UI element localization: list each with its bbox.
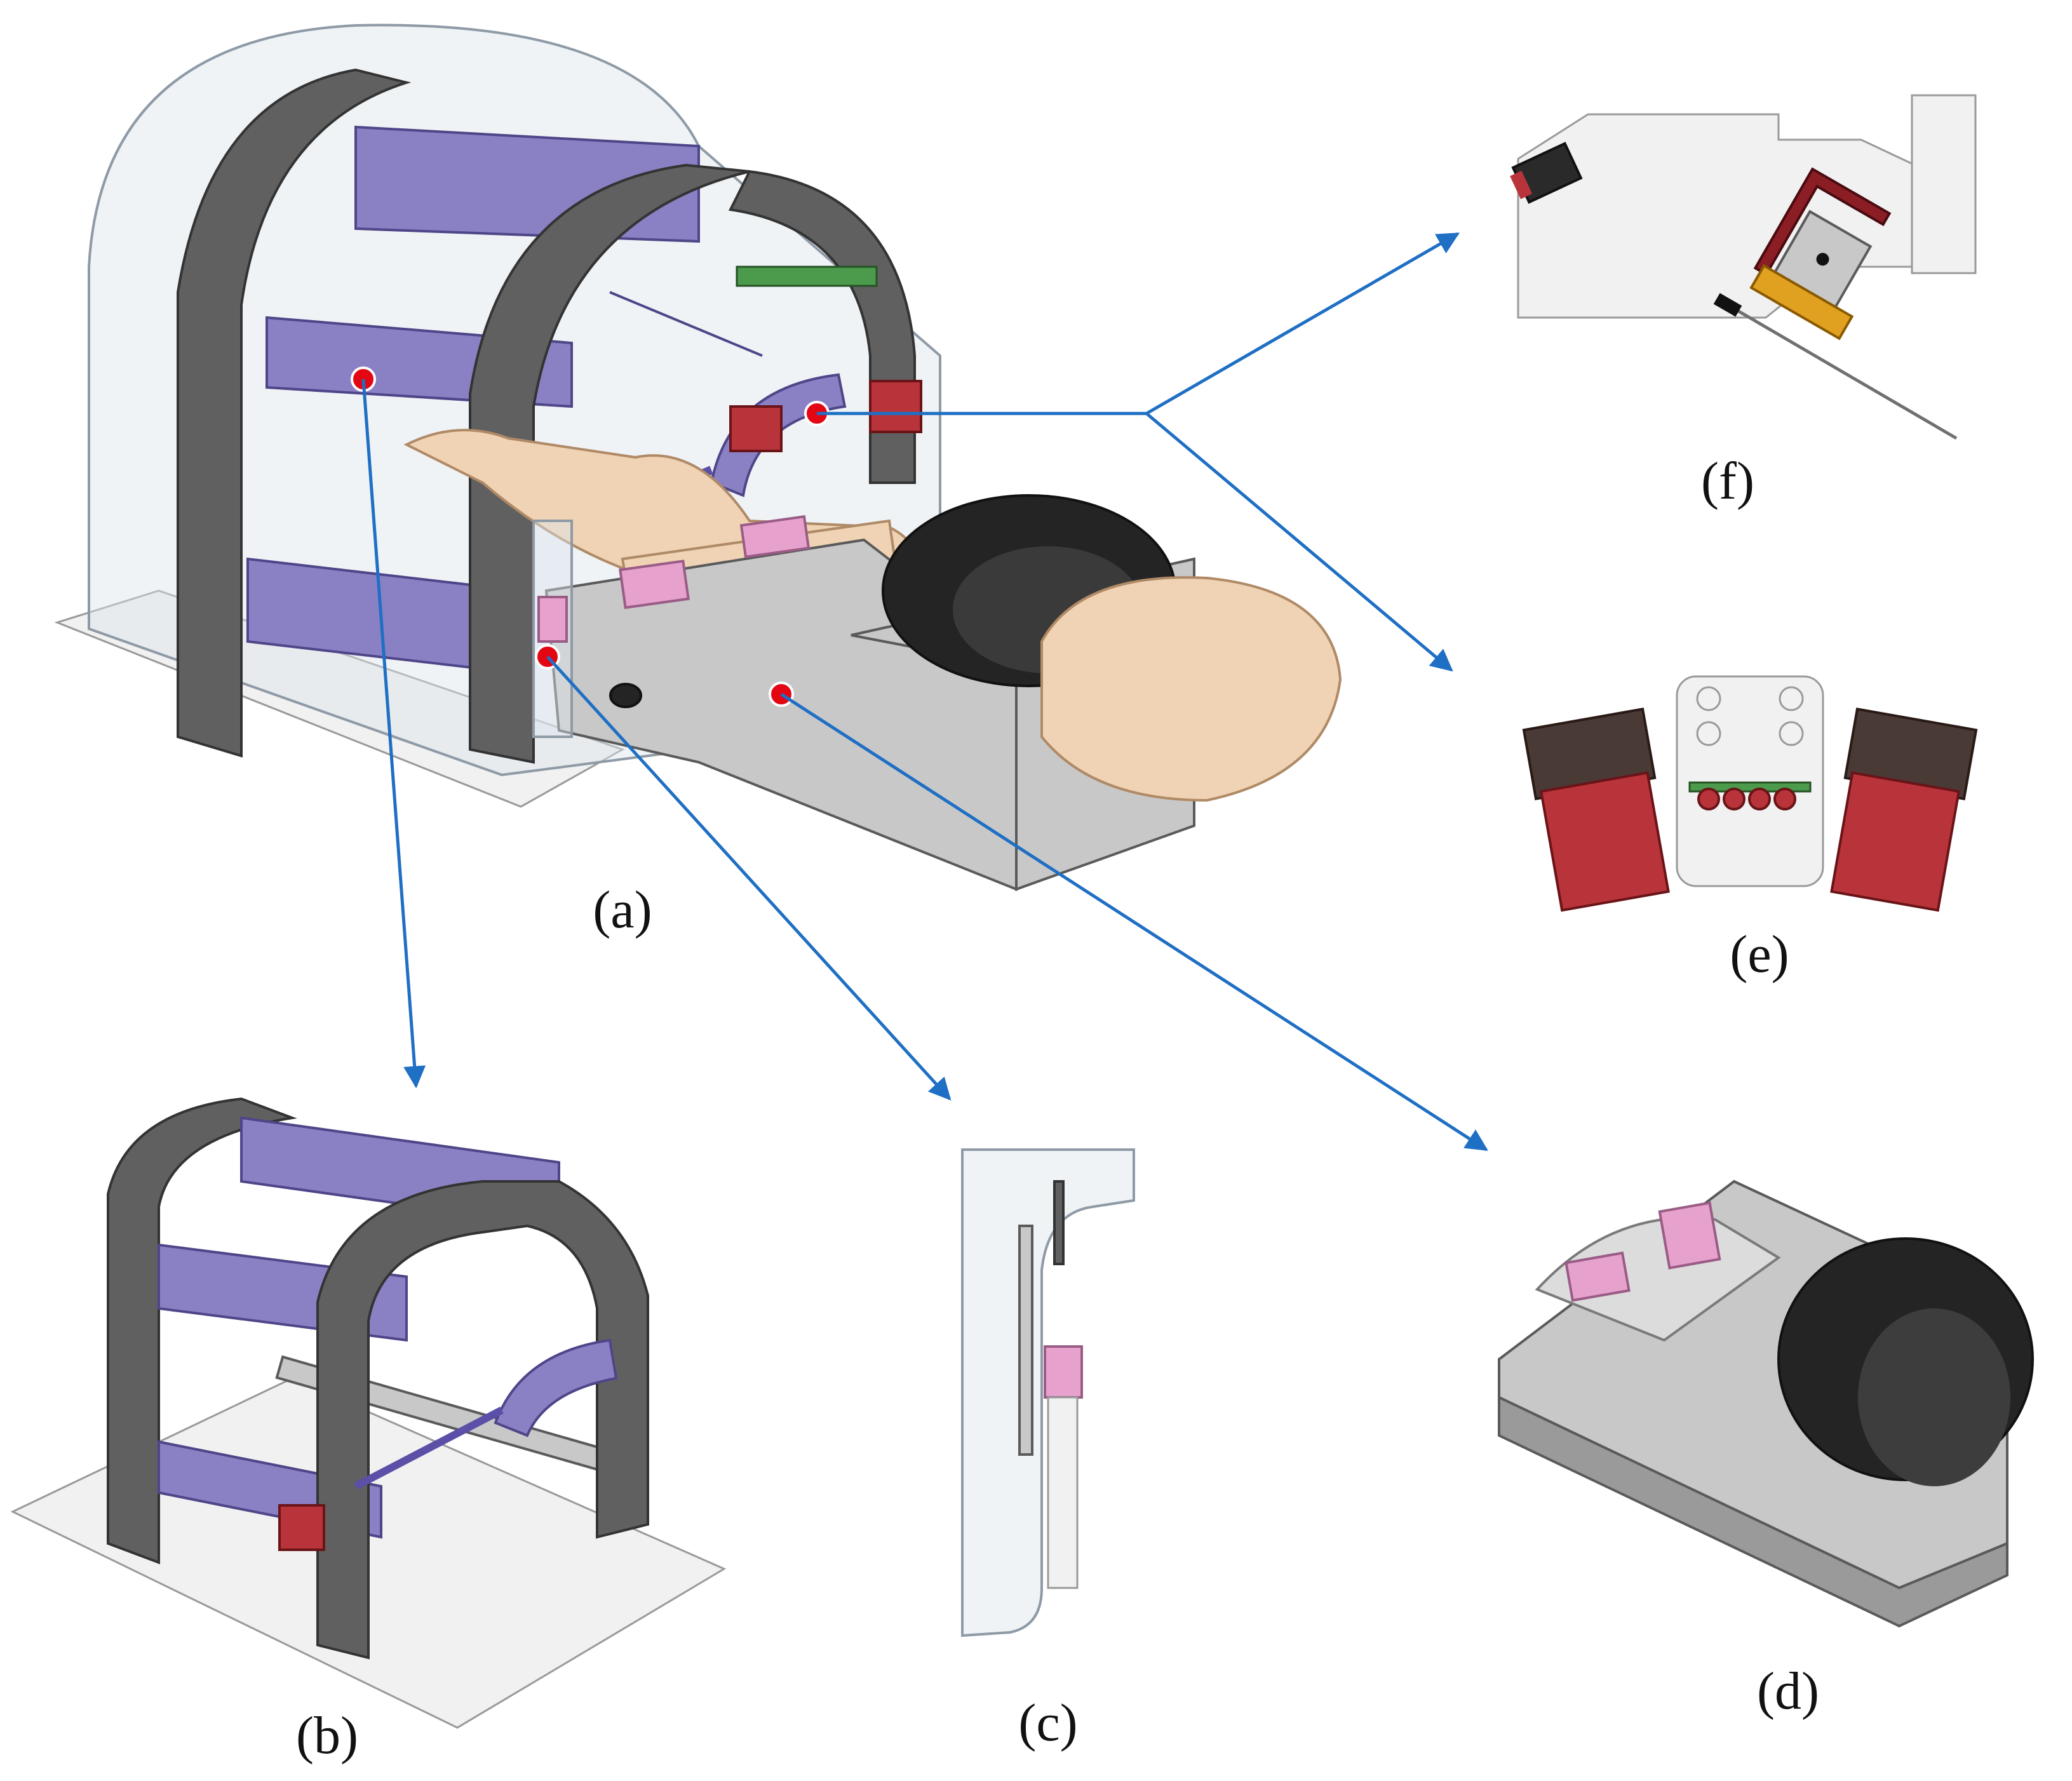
mount-hole-3	[1696, 721, 1721, 746]
panel-e-needle-head-front	[1522, 675, 1978, 912]
sensor-3	[1748, 788, 1771, 810]
frame-b-rod	[354, 1406, 504, 1490]
panel-label-c: (c)	[1018, 1693, 1077, 1752]
syringe-plunger	[1053, 1180, 1065, 1265]
upper-arm	[1040, 576, 1342, 802]
panel-b-frame-detail	[10, 1097, 727, 1729]
syringe-pink-cap	[1044, 1345, 1083, 1399]
mount-hole-2	[1779, 686, 1804, 711]
panel-label-b: (b)	[296, 1706, 358, 1765]
arrow-armrest-to-d	[780, 692, 1488, 1152]
needle-head-side-housing	[1517, 113, 1970, 319]
arm-rest-pink-pad-2	[1658, 1201, 1721, 1270]
needle-head-side-bracket	[1911, 94, 1977, 274]
mount-hole-1	[1696, 686, 1721, 711]
front-frame	[469, 163, 750, 764]
callout-arrows	[361, 232, 1488, 1152]
arrow-syringe-to-c	[546, 655, 952, 1101]
panel-label-e: (e)	[1730, 925, 1789, 984]
sensor-2	[1723, 788, 1746, 810]
right-camera-module	[1830, 708, 1978, 912]
panel-f-needle-head-side	[1510, 94, 1977, 440]
pink-pad-2	[739, 515, 811, 558]
mount-hole-4	[1779, 721, 1804, 746]
needle	[1726, 303, 1958, 440]
actuator-right	[869, 380, 922, 433]
pink-pad-1	[619, 560, 690, 609]
panel-label-f: (f)	[1701, 452, 1754, 511]
linkage-rod-upper	[609, 291, 763, 357]
needle-hub	[1713, 293, 1742, 317]
frame-b-front	[316, 1180, 649, 1660]
syringe-cap	[537, 596, 568, 643]
panel-label-a: (a)	[593, 880, 652, 939]
frame-b-rear	[107, 1097, 297, 1564]
syringe-barrel	[1047, 1396, 1079, 1589]
arm-rest-base	[1498, 1395, 2008, 1628]
panel-c-syringe-detail	[961, 1148, 1135, 1637]
panel-d-arm-rest-detail	[1498, 1179, 2034, 1628]
syringe-rod	[1018, 1225, 1033, 1456]
frame-b-actuator	[278, 1504, 325, 1551]
arrow-needlehead-to-e	[1145, 412, 1453, 672]
panel-label-d: (d)	[1757, 1662, 1819, 1721]
frame-b-arc-guide	[494, 1338, 618, 1437]
linear-rail	[736, 265, 878, 287]
sensor-4	[1773, 788, 1796, 810]
needle-insertion-unit	[1749, 167, 1892, 340]
left-camera-module	[1522, 708, 1670, 912]
adjustment-knob	[609, 683, 642, 708]
arm-rest-pink-pad-1	[1564, 1251, 1631, 1302]
side-camera	[1510, 142, 1583, 204]
panel-a-device-assembly	[54, 24, 1342, 891]
actuator-left	[729, 405, 783, 452]
arm-rest-cuff-opening	[1858, 1308, 2010, 1486]
front-frame-right	[728, 170, 916, 484]
arrow-frame-to-b	[361, 379, 426, 1089]
rear-frame	[177, 68, 412, 758]
syringe-module-housing	[961, 1148, 1135, 1637]
sensor-1	[1697, 788, 1720, 810]
needle-head-plate	[1676, 675, 1824, 887]
